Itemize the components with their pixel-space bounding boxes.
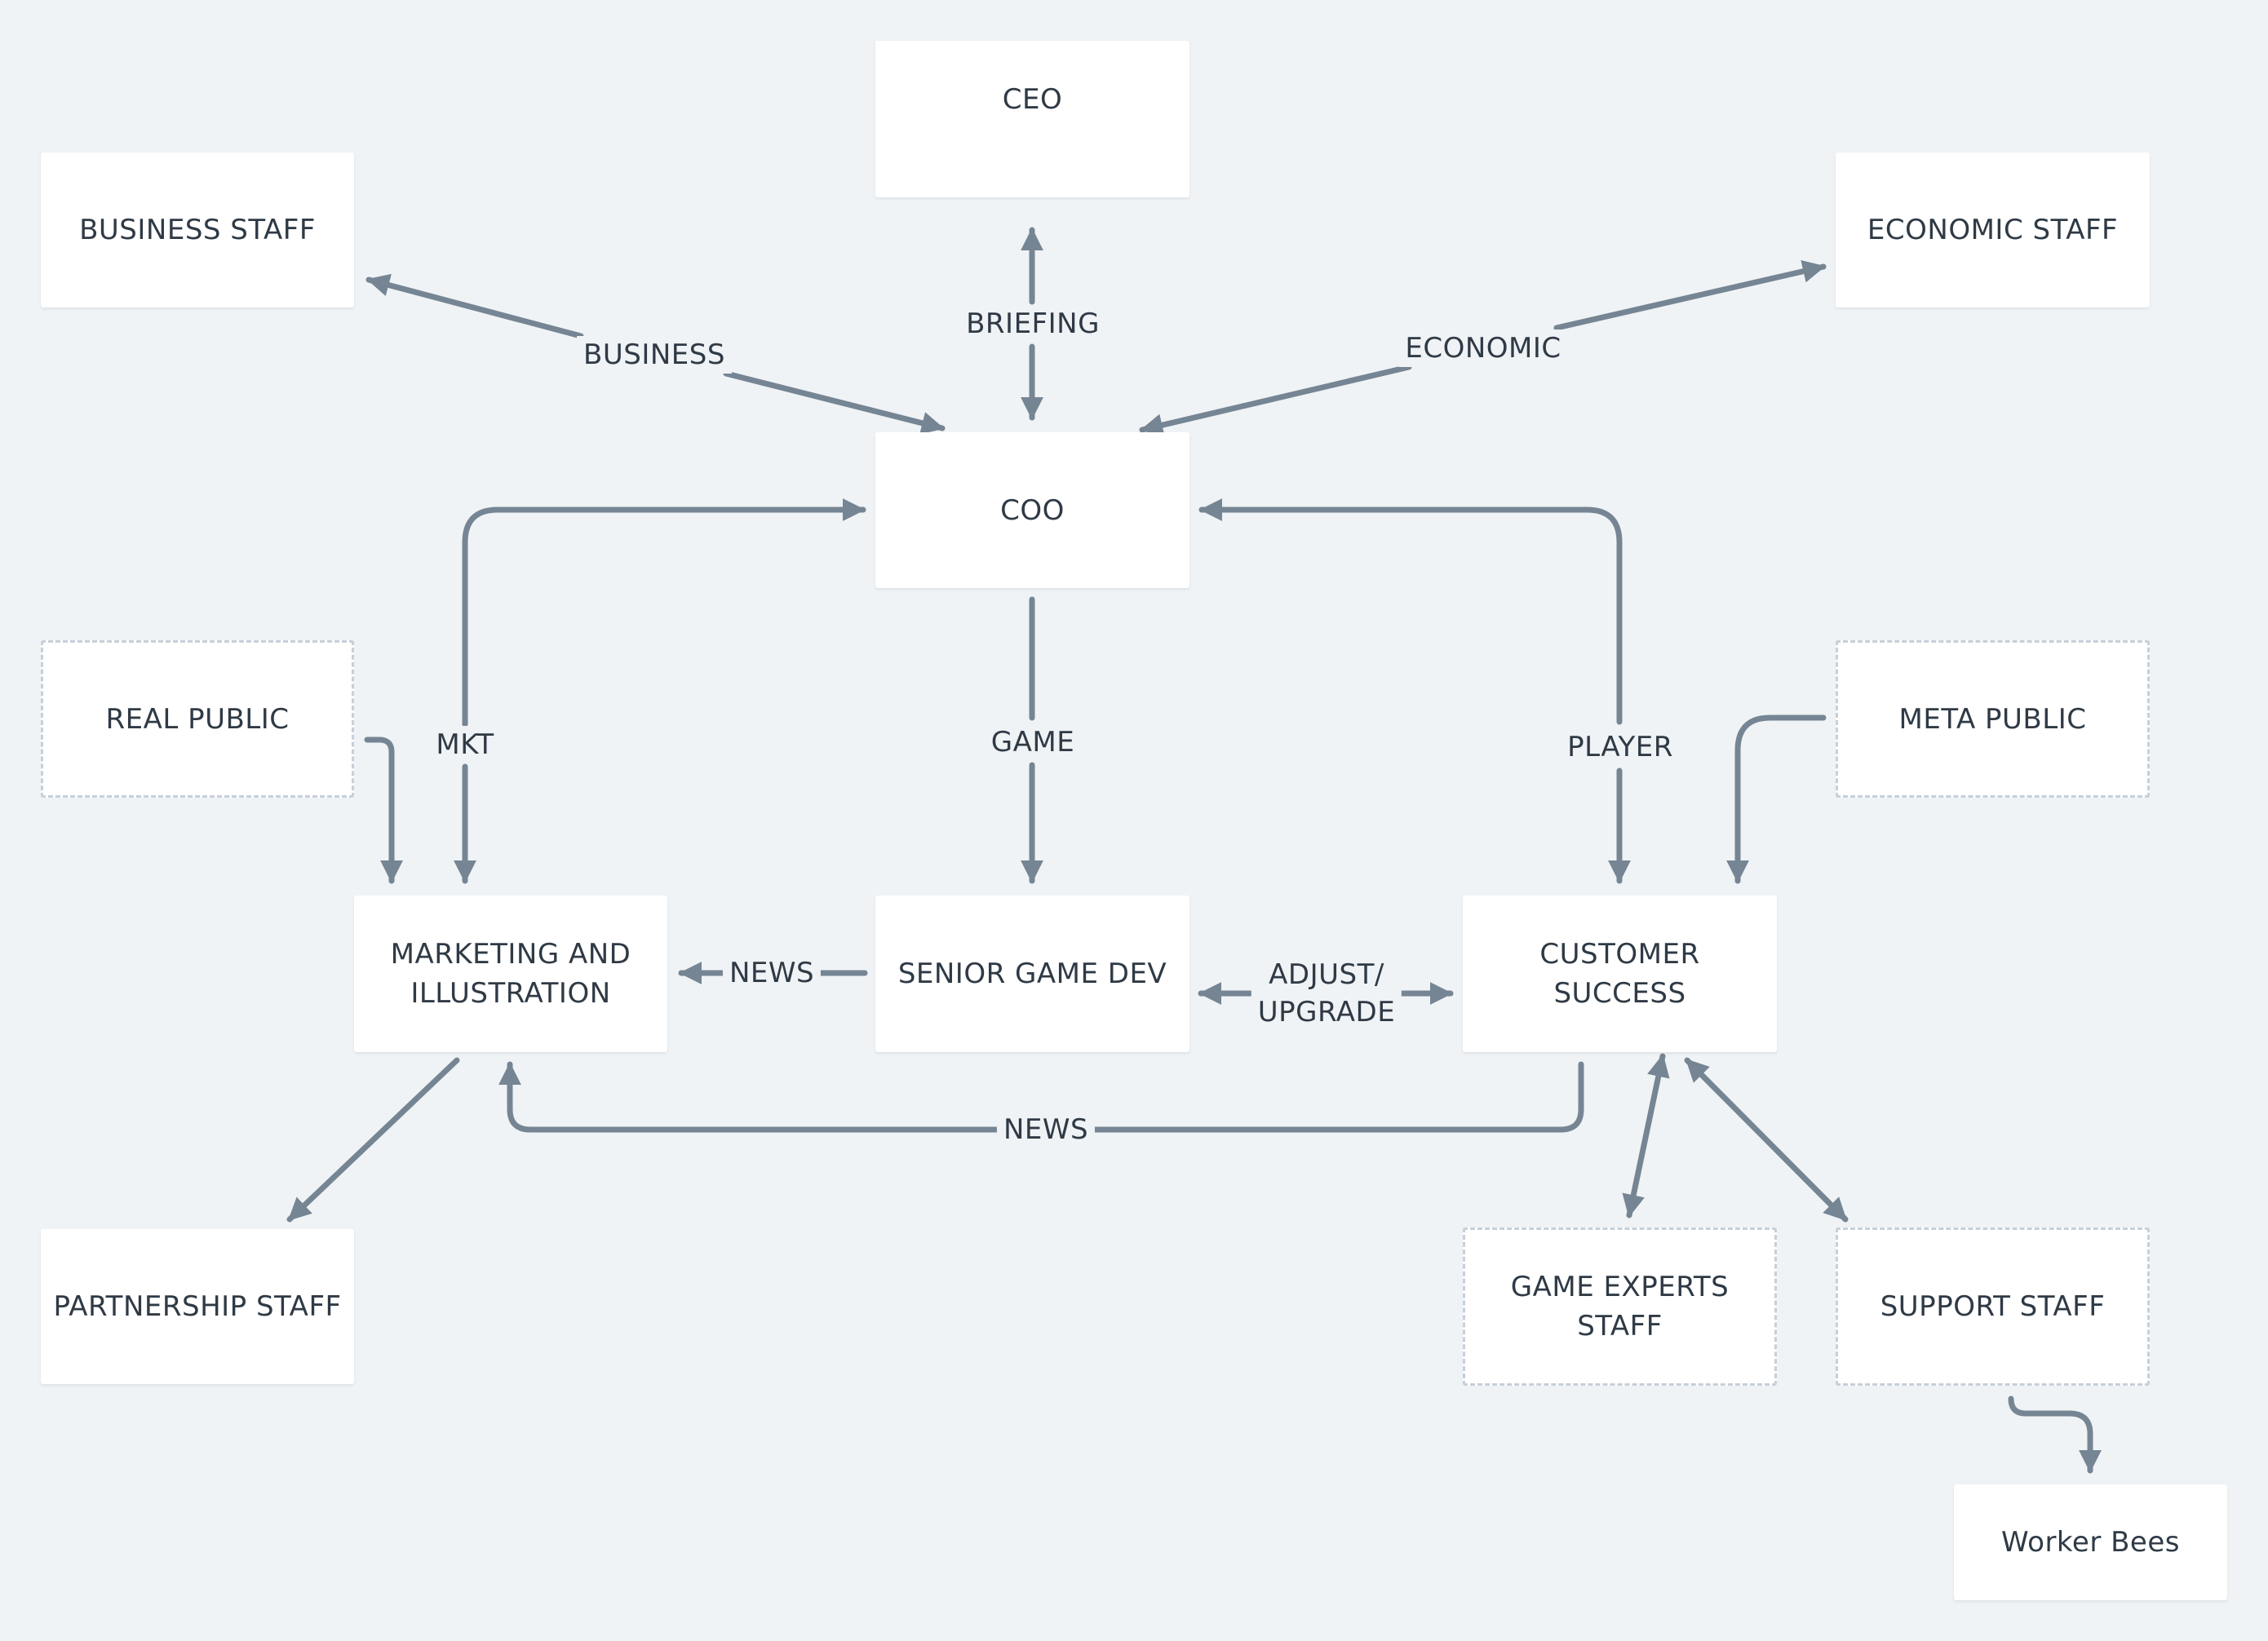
node-worker-bees[interactable]: Worker Bees: [1954, 1484, 2227, 1600]
node-marketing-label: MARKETING AND ILLUSTRATION: [390, 938, 631, 1010]
node-worker-bees-label: Worker Bees: [2001, 1526, 2180, 1559]
node-coo-label: COO: [1000, 493, 1065, 527]
node-partnership-staff[interactable]: PARTNERSHIP STAFF: [41, 1229, 354, 1384]
node-senior-game-dev[interactable]: SENIOR GAME DEV: [875, 896, 1189, 1052]
node-game-experts-staff[interactable]: GAME EXPERTS STAFF: [1463, 1227, 1777, 1386]
edge-label-mkt: MKT: [429, 726, 501, 763]
edge-marketing-to-partnership-staff: [286, 1057, 460, 1223]
node-economic-staff-label: ECONOMIC STAFF: [1867, 214, 2119, 246]
edge-economic-to-economic-staff: [1553, 259, 1827, 331]
node-customer-success-label: CUSTOMER SUCCESS: [1539, 938, 1700, 1010]
edge-news-bottom-from-customer-success: [1088, 1061, 1584, 1133]
node-real-public[interactable]: REAL PUBLIC: [41, 640, 354, 798]
node-meta-public-label: META PUBLIC: [1898, 702, 2087, 736]
node-marketing[interactable]: MARKETING AND ILLUSTRATION: [354, 896, 667, 1052]
node-support-staff[interactable]: SUPPORT STAFF: [1836, 1227, 2150, 1386]
edge-customer-success-support-staff: [1684, 1057, 1849, 1223]
node-coo[interactable]: COO: [875, 432, 1189, 588]
node-real-public-label: REAL PUBLIC: [105, 702, 290, 736]
edge-label-business: BUSINESS: [577, 336, 732, 374]
edge-label-briefing: BRIEFING: [959, 305, 1106, 343]
edge-label-game: GAME: [984, 723, 1082, 761]
node-business-staff[interactable]: BUSINESS STAFF: [41, 153, 354, 307]
edge-real-public-to-marketing: [364, 736, 403, 884]
node-ceo-label: CEO: [1002, 83, 1063, 116]
node-meta-public[interactable]: META PUBLIC: [1836, 640, 2150, 798]
node-senior-game-dev-label: SENIOR GAME DEV: [897, 958, 1167, 990]
node-support-staff-label: SUPPORT STAFF: [1880, 1290, 2106, 1323]
edge-label-adjust-upgrade: ADJUST/ UPGRADE: [1251, 956, 1402, 1031]
edge-meta-public-to-customer-success: [1726, 714, 1827, 884]
edge-business-to-coo: [723, 370, 946, 435]
node-partnership-staff-label: PARTNERSHIP STAFF: [53, 1290, 342, 1323]
node-business-staff-label: BUSINESS STAFF: [79, 214, 316, 246]
edge-mkt-to-coo: [462, 498, 866, 728]
edge-support-to-worker-bees: [2008, 1396, 2102, 1474]
edge-label-player: PLAYER: [1561, 728, 1680, 766]
edge-economic-to-coo: [1139, 364, 1412, 436]
edge-player-to-coo: [1198, 498, 1623, 725]
edge-label-economic: ECONOMIC: [1398, 330, 1568, 367]
edge-news-bottom-to-marketing: [498, 1061, 1005, 1133]
node-customer-success[interactable]: CUSTOMER SUCCESS: [1463, 896, 1777, 1052]
node-ceo[interactable]: CEO: [875, 41, 1189, 197]
node-game-experts-staff-label: GAME EXPERTS STAFF: [1510, 1271, 1730, 1342]
edge-business-to-business-staff: [365, 273, 584, 339]
node-economic-staff[interactable]: ECONOMIC STAFF: [1836, 153, 2150, 307]
edge-label-news-bottom: NEWS: [996, 1111, 1096, 1148]
edge-label-news-left: NEWS: [722, 954, 822, 992]
edge-customer-success-game-experts: [1622, 1053, 1670, 1219]
